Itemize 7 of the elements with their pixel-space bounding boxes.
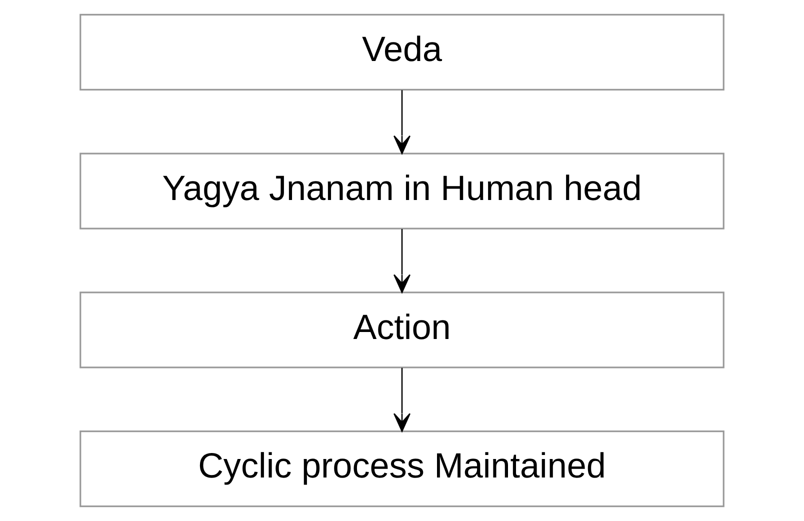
arrow [393,368,411,432]
arrow [393,229,411,293]
node-box: Yagya Jnanam in Human head [80,152,724,230]
node-box: Cyclic process Maintained [80,430,724,508]
node-box: Action [80,292,724,368]
node-box: Veda [80,14,724,91]
arrow [393,90,411,154]
